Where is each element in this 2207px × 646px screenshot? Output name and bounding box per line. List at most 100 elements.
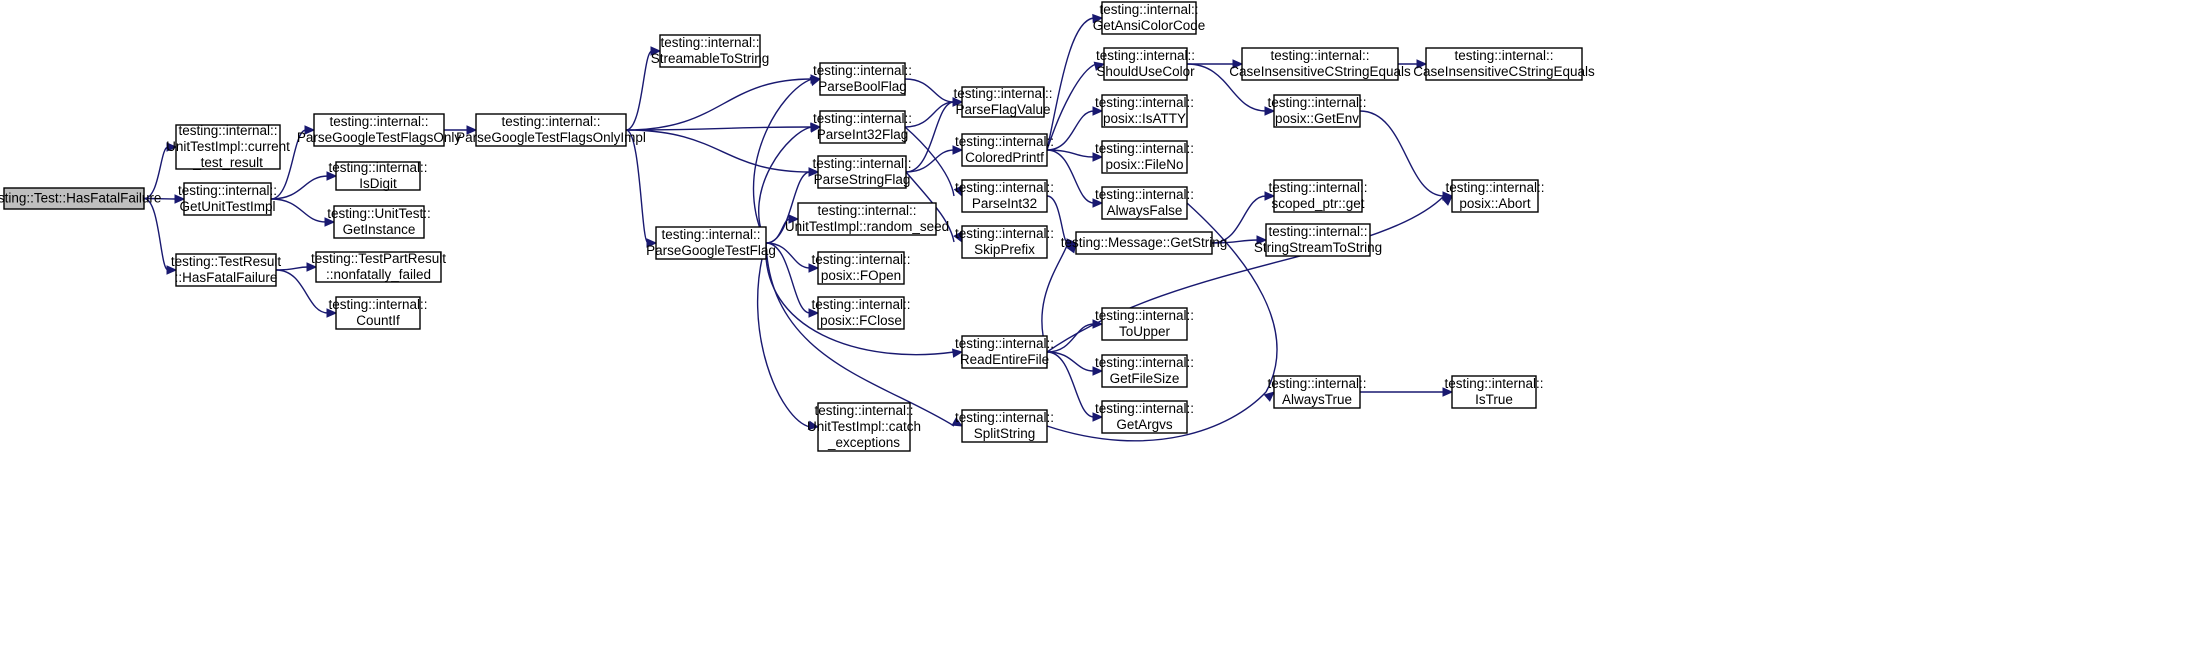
node-streamable_to_string[interactable]: testing::internal::StreamableToString [651, 34, 770, 68]
node-fclose[interactable]: testing::internal::posix::FClose [811, 296, 911, 330]
node-box [659, 34, 761, 68]
node-parse_int32[interactable]: testing::internal::ParseInt32 [955, 179, 1054, 213]
node-get_file_size[interactable]: testing::internal::GetFileSize [1095, 354, 1194, 388]
node-parse_int32_flag[interactable]: testing::internal::ParseInt32Flag [813, 110, 912, 144]
edge-arrowhead [650, 46, 662, 56]
node-label-line: testing::internal:: [953, 86, 1052, 101]
node-label-line: ParseGoogleTestFlagsOnly [297, 130, 462, 145]
node-to_upper[interactable]: testing::internal::ToUpper [1095, 307, 1194, 341]
edge-line [1046, 351, 1095, 372]
node-posix_abort[interactable]: testing::internal::posix::Abort [1445, 179, 1545, 213]
node-box [817, 155, 907, 189]
node-box [1101, 1, 1197, 35]
node-should_use_color[interactable]: testing::internal::ShouldUseColor [1096, 47, 1195, 81]
node-test_result_has_fatal[interactable]: testing::TestResult::HasFatalFailure [171, 253, 282, 287]
edge-arrowhead [952, 145, 964, 155]
node-has_fatal_failure[interactable]: testing::Test::HasFatalFailure [0, 187, 161, 210]
node-is_digit[interactable]: testing::internal::IsDigit [328, 160, 427, 191]
edge-colored_printf-to-is_atty [1046, 106, 1104, 151]
edge-line [905, 149, 955, 173]
edge-arrowhead [174, 194, 186, 204]
node-skip_prefix[interactable]: testing::internal::SkipPrefix [955, 225, 1054, 259]
node-label-line: posix::FileNo [1105, 157, 1183, 172]
edge-line [765, 242, 955, 427]
node-file_no[interactable]: testing::internal::posix::FileNo [1095, 140, 1194, 174]
edge-arrowhead [1092, 106, 1104, 116]
node-parse_gtest_flags_only[interactable]: testing::internal::ParseGoogleTestFlagsO… [297, 113, 462, 147]
node-label-line: ParseGoogleTestFlag [646, 243, 776, 258]
node-label-line: UnitTestImpl::random_seed [785, 219, 949, 234]
node-unit_test_get_instance[interactable]: testing::UnitTest::GetInstance [327, 205, 431, 239]
node-box [175, 253, 277, 287]
node-parse_gtest_flag[interactable]: testing::internal::ParseGoogleTestFlag [646, 226, 776, 260]
edge-arrowhead [807, 420, 820, 430]
node-get_argvs[interactable]: testing::internal::GetArgvs [1095, 400, 1194, 434]
node-always_false[interactable]: testing::internal::AlwaysFalse [1095, 186, 1194, 220]
node-nonfatally_failed[interactable]: testing::TestPartResult::nonfatally_fail… [311, 251, 446, 283]
node-count_if[interactable]: testing::internal::CountIf [328, 296, 428, 330]
node-label-line: _test_result [192, 155, 263, 170]
node-get_unit_test_impl[interactable]: testing::internal::GetUnitTestImpl [178, 182, 277, 216]
node-stream_to_string[interactable]: testing::internal::StringStreamToString [1254, 223, 1382, 257]
node-split_string[interactable]: testing::internal::SplitString [955, 409, 1054, 443]
node-colored_printf[interactable]: testing::internal::ColoredPrintf [955, 133, 1054, 167]
node-catch_exceptions[interactable]: testing::internal::UnitTestImpl::catch_e… [807, 402, 921, 452]
node-box [817, 402, 911, 452]
edge-line [1046, 323, 1095, 353]
edge-arrowhead [1066, 242, 1077, 254]
node-always_true[interactable]: testing::internal::AlwaysTrue [1267, 375, 1367, 409]
node-label-line: posix::IsATTY [1103, 111, 1186, 126]
edge-arrowhead [788, 214, 800, 224]
edge-line [1211, 239, 1259, 244]
node-box [655, 226, 767, 260]
node-label-line: IsDigit [359, 176, 397, 191]
node-box [1101, 94, 1188, 128]
edge-colored_printf-to-file_no [1046, 149, 1104, 162]
node-is_atty[interactable]: testing::internal::posix::IsATTY [1095, 94, 1194, 128]
edge-message_get_string-to-stream_to_string [1211, 235, 1268, 245]
edge-line [765, 218, 791, 244]
node-get_ansi_color_code[interactable]: testing::internal::GetAnsiColorCode [1093, 1, 1206, 35]
node-random_seed[interactable]: testing::internal::UnitTestImpl::random_… [785, 202, 949, 236]
node-label-line: GetAnsiColorCode [1093, 18, 1206, 33]
node-current_test_result[interactable]: testing::internal::UnitTestImpl::current… [166, 123, 290, 170]
edge-line [1186, 202, 1278, 393]
node-box [819, 110, 906, 144]
edge-read_entire_file-to-get_argvs [1046, 351, 1104, 422]
node-label-line: testing::TestResult [171, 254, 282, 269]
node-case_insensitive_eq_2[interactable]: testing::internal::CaseInsensitiveCStrin… [1413, 47, 1595, 81]
node-parse_bool_flag[interactable]: testing::internal::ParseBoolFlag [813, 62, 912, 96]
node-label-line: testing::internal:: [1099, 2, 1198, 17]
node-box [961, 133, 1048, 167]
node-label-line: UnitTestImpl::current [166, 139, 290, 154]
node-parse_gtest_flags_only_impl[interactable]: testing::internal::ParseGoogleTestFlagsO… [456, 113, 646, 147]
edge-should_use_color-to-posix_get_env [1186, 63, 1276, 116]
node-case_insensitive_eq_1[interactable]: testing::internal::CaseInsensitiveCStrin… [1229, 47, 1411, 81]
edge-get_unit_test_impl-to-is_digit [270, 171, 338, 200]
edge-colored_printf-to-always_false [1046, 149, 1104, 208]
node-box [1451, 179, 1539, 213]
node-message_get_string[interactable]: testing::Message::GetString [1061, 231, 1228, 255]
edge-test_result_has_fatal-to-count_if [275, 269, 338, 318]
node-label-line: StringStreamToString [1254, 240, 1382, 255]
node-is_true[interactable]: testing::internal::IsTrue [1444, 375, 1544, 409]
edge-arrowhead [810, 123, 822, 133]
node-posix_get_env[interactable]: testing::internal::posix::GetEnv [1267, 94, 1367, 128]
node-parse_string_flag[interactable]: testing::internal::ParseStringFlag [812, 155, 912, 189]
node-label-line: SplitString [974, 426, 1036, 441]
edge-parse_gtest_flags_only_impl-to-parse_int32_flag [625, 122, 822, 132]
edge-arrowhead [1092, 366, 1104, 376]
edge-line [765, 242, 811, 269]
node-read_entire_file[interactable]: testing::internal::ReadEntireFile [955, 335, 1054, 369]
edge-parse_gtest_flags_only_impl-to-streamable_to_string [625, 46, 662, 131]
node-fopen[interactable]: testing::internal::posix::FOpen [811, 251, 911, 285]
node-scoped_ptr_get[interactable]: testing::internal::scoped_ptr::get [1268, 179, 1368, 213]
node-label-line: ToUpper [1119, 324, 1171, 339]
node-label-line: ReadEntireFile [960, 352, 1049, 367]
edge-has_fatal_failure-to-get_unit_test_impl [143, 194, 186, 204]
node-label-line: testing::internal:: [1095, 187, 1194, 202]
node-label-line: ::nonfatally_failed [326, 267, 431, 282]
node-parse_flag_value[interactable]: testing::internal::ParseFlagValue [953, 86, 1053, 118]
node-label-line: ColoredPrintf [965, 150, 1044, 165]
node-label-line: testing::internal:: [955, 134, 1054, 149]
